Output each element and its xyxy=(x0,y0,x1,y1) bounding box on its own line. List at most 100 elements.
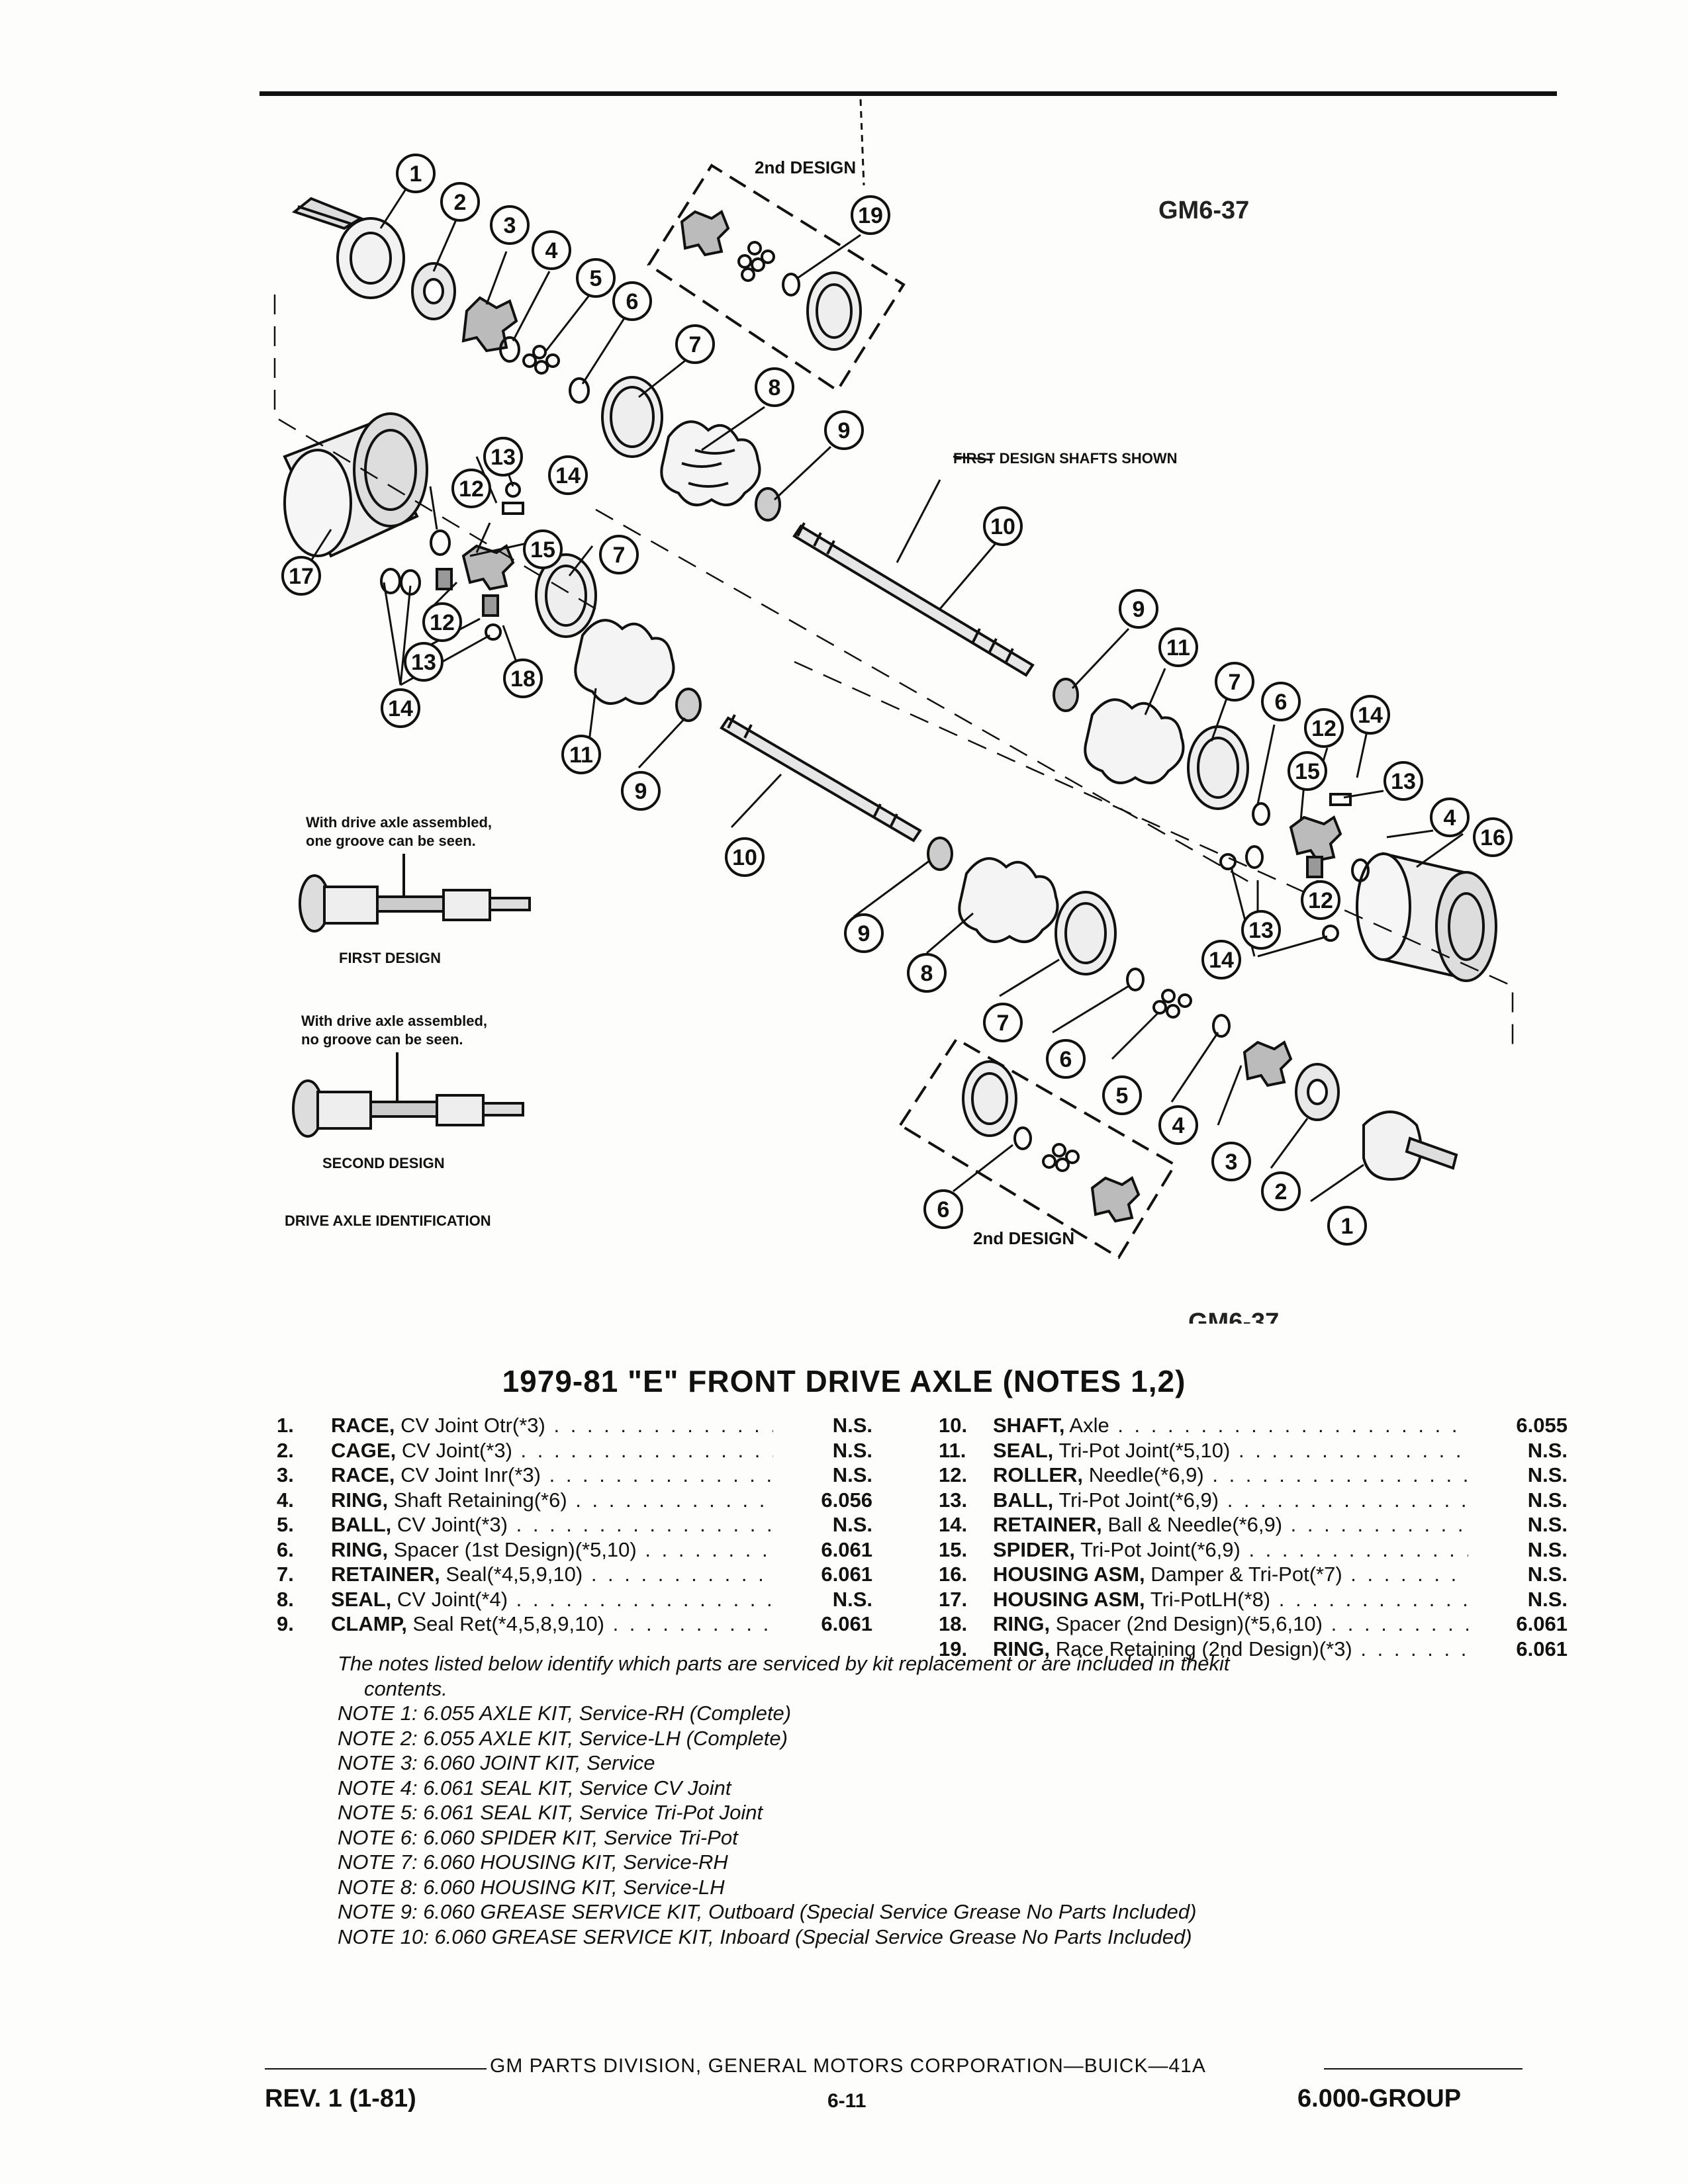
part-left-row: 1.RACE, CV Joint Otr(*3) . . . . . . . .… xyxy=(277,1413,872,1438)
first-design-shafts-note: FIRST DESIGN SHAFTS SHOWN xyxy=(953,450,1178,467)
top-rule xyxy=(259,91,1557,96)
part-name: RACE, xyxy=(331,1414,395,1437)
part-catalog-group: N.S. xyxy=(1527,1513,1568,1536)
footer-publisher: GM PARTS DIVISION, GENERAL MOTORS CORPOR… xyxy=(490,2055,1206,2077)
callout-17: 17 xyxy=(281,556,321,596)
part-detail: CV Joint Inr(*3) xyxy=(400,1463,541,1486)
callout-19: 19 xyxy=(851,195,890,235)
kit-notes: The notes listed below identify which pa… xyxy=(338,1651,1542,1949)
part-number: 16. xyxy=(939,1563,968,1586)
callout-2: 2 xyxy=(1261,1171,1301,1211)
part-catalog-group: N.S. xyxy=(1527,1488,1568,1512)
leader-dots: . . . . . . . . . . . . . . . . . . . . … xyxy=(1278,1587,1468,1611)
part-detail: CV Joint(*3) xyxy=(397,1513,508,1536)
svg-text:7: 7 xyxy=(613,543,626,568)
svg-text:9: 9 xyxy=(838,418,851,443)
callout-4: 4 xyxy=(1430,797,1470,837)
leader-dots: . . . . . . . . . . . . . . . . . . . . … xyxy=(1350,1563,1468,1586)
callout-9: 9 xyxy=(824,410,864,450)
svg-text:4: 4 xyxy=(1172,1113,1185,1138)
footer-rule-left xyxy=(265,2068,487,2070)
part-catalog-group: N.S. xyxy=(832,1513,872,1536)
part-name: CLAMP, xyxy=(331,1612,407,1635)
first-design-note-line1: With drive axle assembled, xyxy=(306,814,492,831)
svg-text:6: 6 xyxy=(937,1197,950,1222)
svg-text:13: 13 xyxy=(1391,769,1416,794)
notes-intro-line2: contents. xyxy=(364,1676,447,1700)
svg-text:3: 3 xyxy=(1225,1150,1238,1175)
part-catalog-group: N.S. xyxy=(1527,1587,1568,1611)
part-name: BALL, xyxy=(331,1513,392,1536)
part-name: RACE, xyxy=(331,1463,395,1486)
part-detail: Seal Ret(*4,5,8,9,10) xyxy=(412,1612,604,1635)
part-left-row: 9.CLAMP, Seal Ret(*4,5,8,9,10) . . . . .… xyxy=(277,1612,872,1637)
leader-dots: . . . . . . . . . . . . . . . . . . . . … xyxy=(549,1463,773,1486)
svg-text:12: 12 xyxy=(430,610,455,635)
outboard-cv-joint-upper xyxy=(291,197,781,522)
part-number: 8. xyxy=(277,1587,294,1611)
leader-dots: . . . . . . . . . . . . . . . . . . . . … xyxy=(520,1438,773,1462)
callout-3: 3 xyxy=(490,205,530,245)
part-number: 13. xyxy=(939,1488,968,1512)
part-name: RING, xyxy=(331,1537,389,1561)
part-name: HOUSING ASM, xyxy=(993,1563,1145,1586)
part-catalog-group: 6.055 xyxy=(1516,1414,1568,1437)
parts-list-left: 1.RACE, CV Joint Otr(*3) . . . . . . . .… xyxy=(277,1413,872,1637)
part-description: SHAFT, Axle . . . . . . . . . . . . . . … xyxy=(993,1413,1468,1438)
svg-text:6: 6 xyxy=(626,289,639,314)
footer-page-number: 6-11 xyxy=(827,2090,867,2112)
part-detail: CV Joint Otr(*3) xyxy=(400,1414,545,1437)
note-item: NOTE 9: 6.060 GREASE SERVICE KIT, Outboa… xyxy=(338,1900,1197,1923)
callout-6: 6 xyxy=(923,1189,963,1229)
part-number: 9. xyxy=(277,1612,294,1635)
part-number: 15. xyxy=(939,1537,968,1561)
second-design-inset-lower xyxy=(962,1060,1141,1223)
first-design-label: FIRST DESIGN xyxy=(339,950,441,966)
svg-text:7: 7 xyxy=(689,332,702,357)
svg-text:16: 16 xyxy=(1480,825,1505,850)
part-number: 4. xyxy=(277,1488,294,1512)
part-left-row: 7.RETAINER, Seal(*4,5,9,10) . . . . . . … xyxy=(277,1562,872,1587)
part-left-row: 5.BALL, CV Joint(*3) . . . . . . . . . .… xyxy=(277,1512,872,1537)
leader-dots: . . . . . . . . . . . . . . . . . . . . … xyxy=(1290,1513,1468,1536)
part-description: RING, Spacer (1st Design)(*5,10) . . . .… xyxy=(331,1537,773,1563)
callout-4: 4 xyxy=(1158,1105,1198,1145)
part-number: 11. xyxy=(939,1438,966,1462)
leader-dots: . . . . . . . . . . . . . . . . . . . . … xyxy=(1212,1463,1468,1486)
part-name: SHAFT, xyxy=(993,1414,1065,1437)
part-detail: Tri-Pot Joint(*5,10) xyxy=(1058,1438,1231,1462)
svg-text:2: 2 xyxy=(454,190,467,215)
note-item: NOTE 1: 6.055 AXLE KIT, Service-RH (Comp… xyxy=(338,1702,792,1725)
part-name: RETAINER, xyxy=(993,1513,1102,1536)
callout-13: 13 xyxy=(404,642,444,682)
part-detail: Damper & Tri-Pot(*7) xyxy=(1150,1563,1342,1586)
svg-text:14: 14 xyxy=(1209,948,1234,973)
part-catalog-group: N.S. xyxy=(1527,1537,1568,1561)
part-catalog-group: N.S. xyxy=(1527,1463,1568,1486)
part-right-row: 13.BALL, Tri-Pot Joint(*6,9) . . . . . .… xyxy=(939,1488,1568,1513)
part-detail: Needle(*6,9) xyxy=(1088,1463,1204,1486)
part-catalog-group: N.S. xyxy=(832,1438,872,1462)
callout-12: 12 xyxy=(1301,880,1340,920)
exploded-view-diagram: 1234567891910911761214151341612131413141… xyxy=(273,99,1514,1324)
callout-14: 14 xyxy=(381,688,420,728)
svg-text:12: 12 xyxy=(459,477,484,502)
callout-11: 11 xyxy=(1158,627,1198,667)
part-name: RING, xyxy=(993,1637,1051,1661)
leader-dots: . . . . . . . . . . . . . . . . . . . . … xyxy=(516,1587,773,1611)
svg-text:3: 3 xyxy=(504,213,516,238)
part-description: RING, Race Retaining (2nd Design)(*3) . … xyxy=(993,1637,1468,1662)
callout-18: 18 xyxy=(503,659,543,698)
part-description: SEAL, Tri-Pot Joint(*5,10) . . . . . . .… xyxy=(993,1438,1468,1463)
part-right-row: 12.ROLLER, Needle(*6,9) . . . . . . . . … xyxy=(939,1463,1568,1488)
svg-text:8: 8 xyxy=(769,375,781,400)
footer-rule-right xyxy=(1324,2068,1523,2070)
callout-10: 10 xyxy=(983,506,1023,546)
svg-text:13: 13 xyxy=(1248,918,1274,943)
part-right-row: 16. HOUSING ASM, Damper & Tri-Pot(*7) . .… xyxy=(939,1562,1568,1587)
part-right-row: 14.RETAINER, Ball & Needle(*6,9) . . . .… xyxy=(939,1512,1568,1537)
part-right-row: 19.RING, Race Retaining (2nd Design)(*3)… xyxy=(939,1637,1568,1662)
tri-pot-housing-17 xyxy=(283,412,702,722)
svg-text:14: 14 xyxy=(1358,703,1383,728)
callout-6: 6 xyxy=(1261,682,1301,721)
